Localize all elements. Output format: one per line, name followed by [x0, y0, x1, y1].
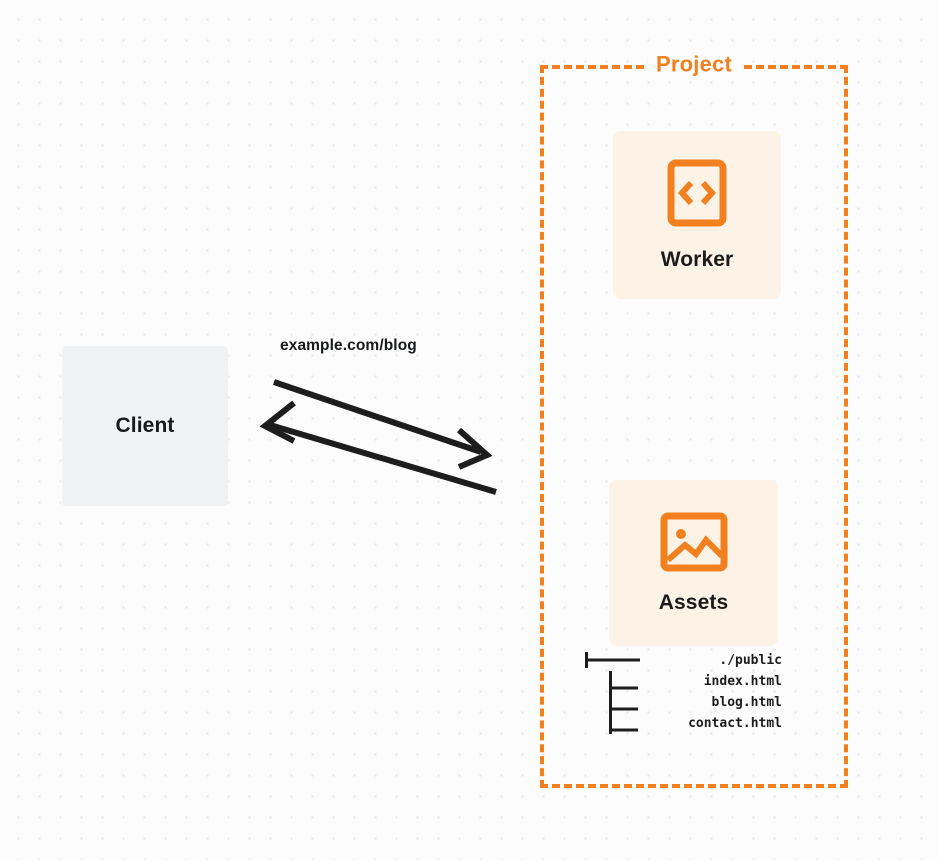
code-brackets-icon	[666, 159, 728, 232]
file-tree-name: blog.html	[711, 695, 782, 710]
client-label: Client	[115, 414, 175, 437]
response-arrow-icon	[259, 400, 497, 495]
file-tree-row: ./public	[584, 650, 784, 671]
file-tree-name: contact.html	[688, 716, 782, 731]
worker-card[interactable]: Worker	[613, 131, 781, 299]
connection-arrows	[259, 379, 497, 495]
file-tree-name: ./public	[719, 653, 782, 668]
image-icon	[660, 512, 728, 577]
file-tree-row: index.html	[584, 671, 784, 692]
connection-group: example.com/blog	[250, 325, 520, 520]
project-boundary: Project	[540, 51, 848, 788]
client-node[interactable]: Client	[62, 346, 228, 506]
tree-branch-icon	[584, 713, 654, 734]
request-arrow-icon	[273, 379, 493, 470]
tree-branch-icon	[584, 692, 654, 713]
assets-card[interactable]: Assets	[609, 480, 778, 646]
file-tree-row: blog.html	[584, 692, 784, 713]
assets-label: Assets	[658, 590, 729, 614]
tree-branch-icon	[584, 671, 654, 692]
connection-url-label: example.com/blog	[280, 337, 417, 354]
project-title: Project	[648, 51, 740, 78]
assets-file-tree: ./public index.html blog.html	[584, 650, 784, 734]
file-tree-row: contact.html	[584, 713, 784, 734]
tree-branch-icon	[584, 650, 654, 671]
file-tree-name: index.html	[703, 674, 782, 689]
worker-label: Worker	[660, 247, 734, 271]
